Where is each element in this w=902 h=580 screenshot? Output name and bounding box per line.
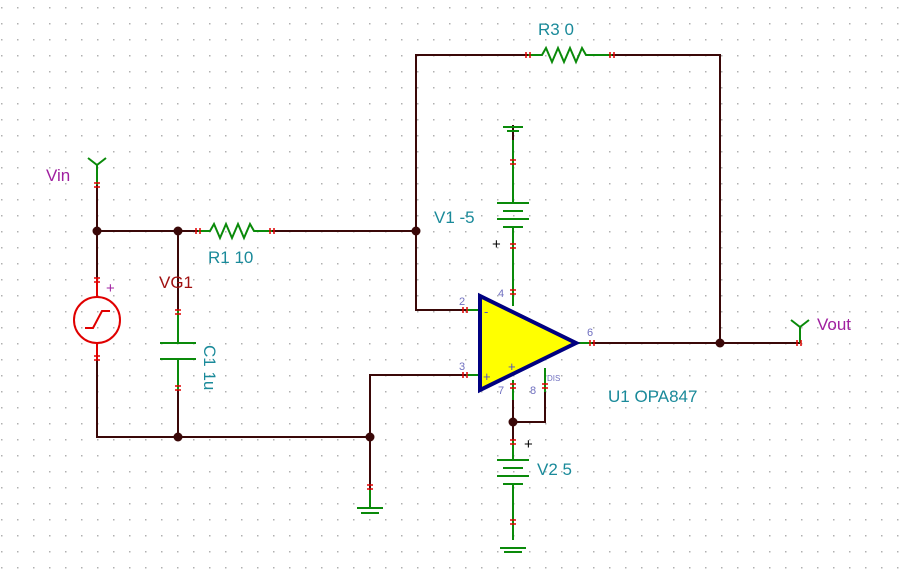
- r3-resistor[interactable]: R3 0: [528, 20, 612, 65]
- r1-label: R1 10: [208, 248, 253, 267]
- terminal-marks: [94, 52, 802, 525]
- opamp-plus: +: [483, 369, 491, 384]
- vg1-source[interactable]: + VG1: [73, 273, 193, 360]
- pin-3: 3: [459, 361, 465, 373]
- opamp-plus-supply: +: [508, 359, 516, 374]
- pin-6: 6: [587, 327, 593, 339]
- r1-resistor[interactable]: R1 10: [198, 221, 272, 267]
- pin-7: 7: [498, 385, 504, 397]
- v2-battery[interactable]: V2 5 +: [497, 436, 572, 553]
- step-source-icon: [73, 296, 121, 344]
- v2-plus: +: [524, 436, 533, 453]
- ground-icon: [500, 547, 526, 553]
- v1-battery[interactable]: V1 -5 +: [434, 126, 529, 290]
- v2-label: V2 5: [537, 460, 572, 479]
- pin-dis: DIS: [547, 374, 560, 383]
- vout-label: Vout: [817, 315, 851, 334]
- ground-icon: [503, 126, 523, 132]
- vin-label: Vin: [46, 166, 70, 185]
- c1-label: C1 1u: [200, 345, 219, 390]
- c1-capacitor[interactable]: C1 1u: [160, 310, 219, 390]
- vg1-plus: +: [106, 280, 115, 297]
- opamp-minus: -: [484, 304, 488, 319]
- pin-8: 8: [530, 385, 536, 397]
- v1-plus: +: [492, 236, 501, 253]
- v1-label: V1 -5: [434, 208, 475, 227]
- junctions: [92, 226, 725, 442]
- vin-probe[interactable]: Vin: [46, 157, 107, 185]
- opamp-triangle: [478, 292, 581, 394]
- vg1-label: VG1: [159, 273, 193, 292]
- pin-2: 2: [459, 296, 465, 308]
- pin-4: 4: [498, 288, 504, 300]
- u1-opamp[interactable]: - + + 2 3 4 7 6 8 DIS U1 OPA847: [459, 288, 697, 406]
- ground-icon: [357, 490, 383, 514]
- vout-probe[interactable]: Vout: [790, 315, 851, 343]
- u1-label: U1 OPA847: [608, 387, 697, 406]
- r3-label: R3 0: [538, 20, 574, 39]
